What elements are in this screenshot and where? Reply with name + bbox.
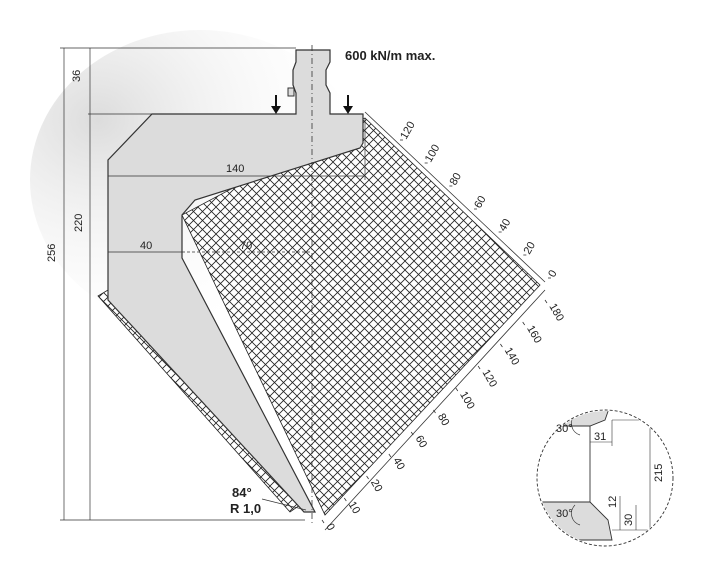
- tip-leader-line: [261, 498, 307, 511]
- scale-label: 80: [435, 412, 452, 429]
- scale-label: 0: [323, 522, 336, 533]
- scale-label: 60: [472, 194, 489, 211]
- scale-tick: [522, 321, 526, 326]
- tip-radius-label: R 1,0: [230, 501, 261, 516]
- dim-220: 220: [73, 214, 85, 232]
- scale-tick: [500, 343, 503, 348]
- scale-tick: [366, 475, 369, 480]
- scale-tick: [477, 365, 481, 370]
- scale-label: 100: [423, 143, 443, 165]
- scale-label: 10: [346, 500, 363, 517]
- scale-label: 80: [448, 171, 465, 188]
- scale-tick: [433, 409, 436, 414]
- scale-label: 160: [524, 324, 544, 346]
- scale-label: 100: [457, 390, 477, 412]
- load-arrow-left: [271, 95, 281, 114]
- detail-dim-12: 12: [607, 496, 619, 508]
- tip-angle-label: 84°: [232, 485, 252, 500]
- scale-tick: [321, 519, 325, 524]
- dim-256: 256: [46, 244, 58, 262]
- load-label: 600 kN/m max.: [345, 48, 435, 63]
- upper-scale-axis: [364, 111, 546, 283]
- scale-tick: [343, 497, 347, 502]
- detail-angle-bottom: 30°: [556, 508, 573, 520]
- dim-140: 140: [226, 163, 244, 175]
- scale-label: 40: [497, 217, 514, 234]
- lower-scale-axis: [324, 289, 546, 531]
- scale-label: 0: [546, 268, 559, 279]
- scale-tick: [455, 387, 459, 392]
- tang-notch: [287, 87, 295, 97]
- scale-label: 120: [480, 368, 500, 390]
- detail-dim-215: 215: [653, 464, 665, 482]
- detail-dim-30: 30: [623, 514, 635, 526]
- scale-label: 60: [413, 434, 430, 451]
- detail-angle-top: 30°: [556, 423, 573, 435]
- scale-label: 40: [390, 456, 407, 473]
- scale-tick: [410, 431, 414, 436]
- dimension-lines: [60, 47, 366, 521]
- scale-label: 20: [368, 478, 385, 495]
- scale-label: 140: [502, 346, 522, 368]
- dim-36: 36: [71, 70, 83, 82]
- punch-tool-body: [107, 49, 364, 513]
- scale-label: 180: [546, 302, 566, 324]
- dim-40: 40: [140, 240, 152, 252]
- scale-label: 20: [522, 240, 539, 257]
- scale-label: 120: [398, 120, 418, 142]
- load-arrow-right: [343, 95, 353, 114]
- scale-tick: [388, 453, 392, 458]
- detail-dim-31: 31: [594, 431, 606, 443]
- scale-tick: [544, 299, 548, 304]
- dim-70: 70: [240, 240, 252, 252]
